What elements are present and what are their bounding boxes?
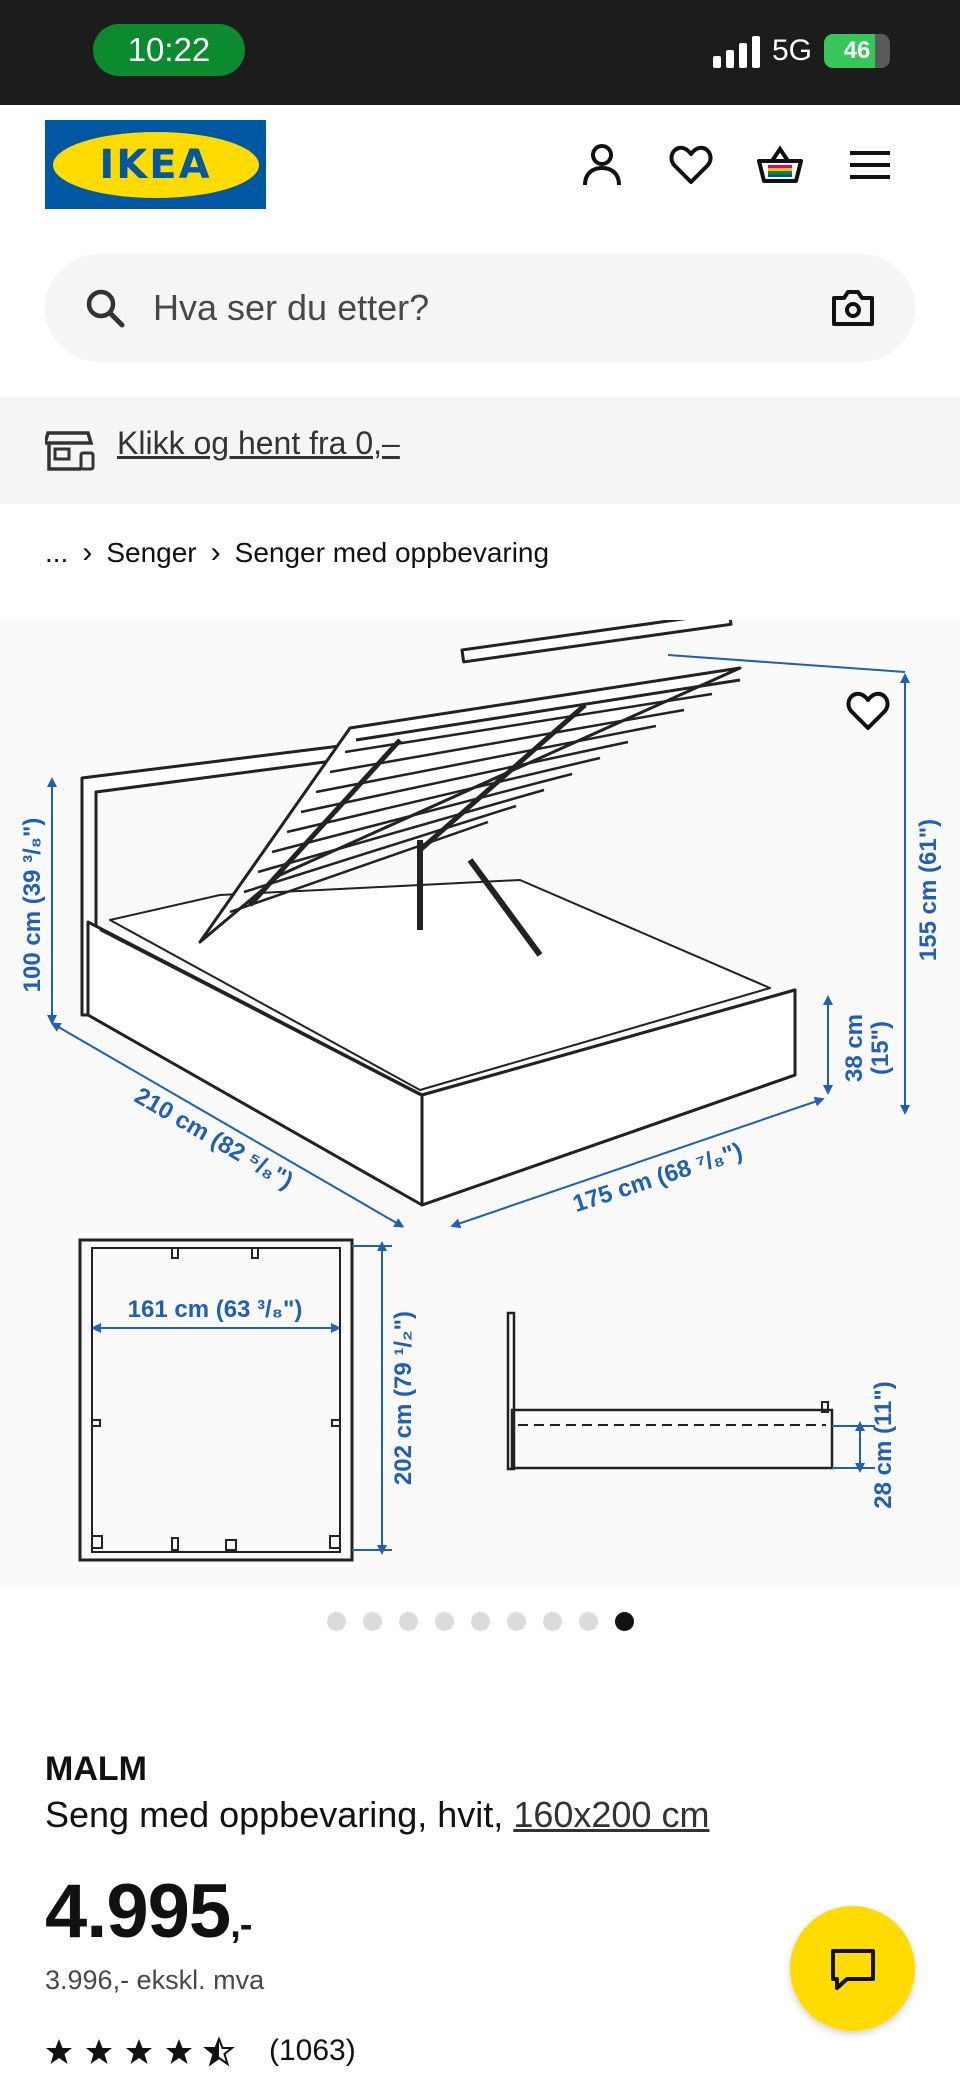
ikea-logo[interactable]: IKEA [45,120,266,209]
store-icon [45,431,95,471]
product-image[interactable]: 100 cm (39 ³/₈") 155 cm (61") 210 cm (82… [0,610,960,1585]
logo-text: IKEA [99,141,212,188]
carousel-dot[interactable] [470,1612,490,1631]
basket-icon[interactable] [755,140,805,190]
carousel-dot[interactable] [542,1612,562,1631]
price-value: 4.995 [45,1869,231,1954]
product-description: Seng med oppbevaring, hvit, 160x200 cm [45,1794,709,1836]
carousel-dot[interactable] [434,1612,454,1631]
review-count[interactable]: (1063) [269,2034,356,2067]
breadcrumb: ... › Senger › Senger med oppbevaring [45,536,549,570]
clock: 10:22 [93,24,245,76]
under-height-label: 28 cm (11") [870,1381,897,1508]
carousel-dot[interactable] [362,1612,382,1631]
camera-icon[interactable] [831,288,875,328]
rating[interactable]: (1063) [45,2034,356,2068]
carousel-dot-active[interactable] [614,1612,634,1631]
size-link[interactable]: 160x200 cm [513,1794,710,1835]
carousel-dot[interactable] [506,1612,526,1631]
chevron-right-icon: › [210,536,221,569]
inner-length-label: 202 cm (79 ¹/₂") [390,1311,417,1485]
heart-icon[interactable] [666,140,716,190]
network-label: 5G [771,34,812,67]
carousel-dot[interactable] [326,1612,346,1631]
search-bar[interactable] [45,254,915,362]
breadcrumb-senger-oppbevaring[interactable]: Senger med oppbevaring [234,537,550,568]
chevron-right-icon: › [82,536,93,569]
headboard-height-label: 100 cm (39 ³/₈") [19,818,46,993]
price-suffix: ,- [230,1904,252,1946]
width-label: 175 cm (68 ⁷/₈") [570,1138,746,1218]
carousel-indicator [0,1612,960,1631]
chat-icon [830,1948,875,1990]
user-icon[interactable] [577,140,627,190]
frame-height-inch-label: (15") [867,1021,894,1075]
frame-height-label: 38 cm [841,1014,868,1082]
carousel-dot[interactable] [578,1612,598,1631]
heart-icon [846,691,890,730]
chat-button[interactable] [790,1906,915,2031]
total-height-label: 155 cm (61") [915,819,942,961]
breadcrumb-ellipsis[interactable]: ... [45,537,69,568]
click-collect-link[interactable]: Klikk og hent fra 0,– [117,425,400,461]
star-rating-icon [46,2038,233,2065]
battery-level: 46 [843,37,871,64]
breadcrumb-senger[interactable]: Senger [106,537,197,568]
click-collect-banner[interactable]: Klikk og hent fra 0,– [0,397,960,504]
dimension-drawing: 100 cm (39 ³/₈") 155 cm (61") 210 cm (82… [19,610,942,1562]
signal-icon [712,34,760,68]
product-name: MALM [45,1750,147,1788]
status-bar: 10:22 5G 46 [0,0,960,105]
carousel-dot[interactable] [398,1612,418,1631]
save-to-wishlist-button[interactable] [846,691,894,739]
product-price: 4.995,- [45,1868,252,1955]
menu-icon[interactable] [845,140,895,190]
product-description-text: Seng med oppbevaring, hvit, [45,1794,514,1835]
search-icon [86,289,125,328]
inner-width-label: 161 cm (63 ³/₈") [128,1296,303,1323]
status-indicators: 5G 46 [712,34,890,68]
search-input[interactable] [153,278,803,338]
battery-icon: 46 [824,34,890,68]
price-ex-vat: 3.996,- ekskl. mva [45,1965,265,1995]
